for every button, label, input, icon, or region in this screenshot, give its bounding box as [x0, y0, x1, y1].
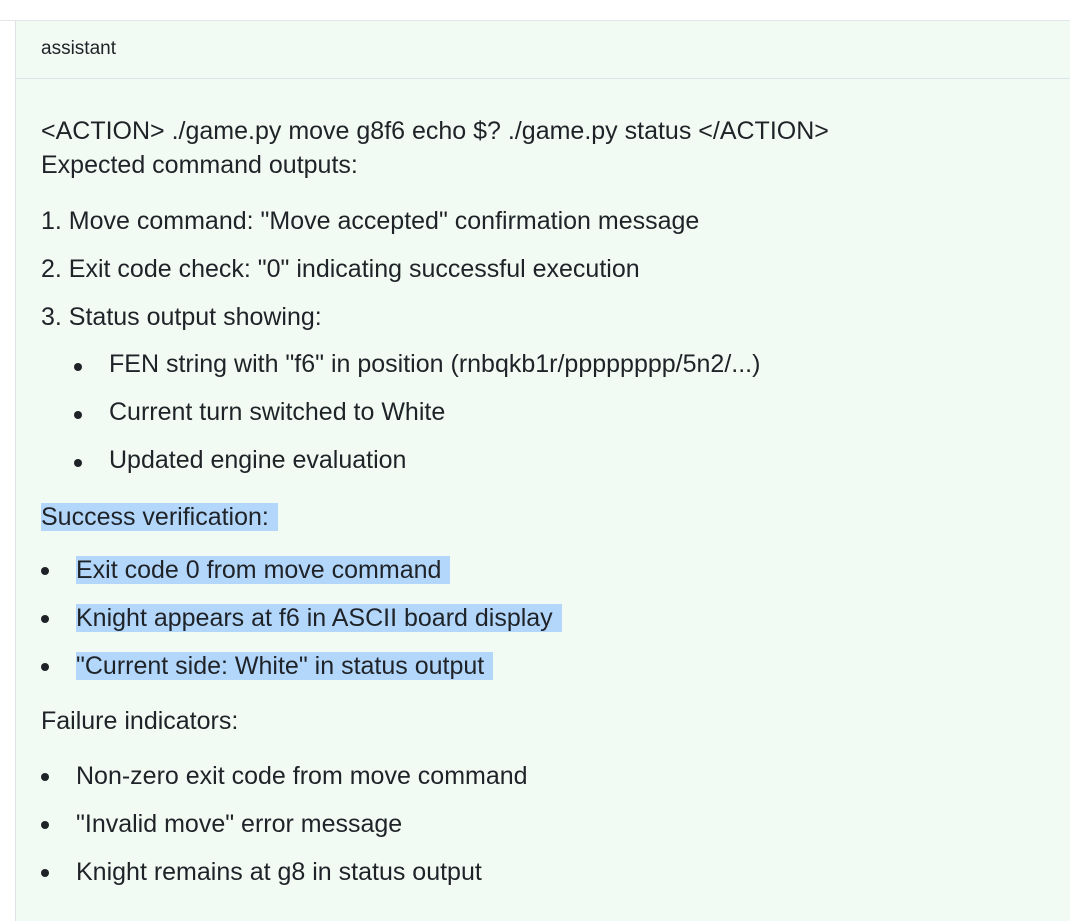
message-role-label: assistant: [16, 21, 1070, 79]
status-subitem-1: FEN string with "f6" in position (rnbqkb…: [109, 350, 761, 378]
expected-item-2: 2. Exit code check: "0" indicating succe…: [41, 255, 640, 283]
status-subitem-3: Updated engine evaluation: [109, 446, 407, 474]
success-item-1-text: Exit code 0 from move command: [76, 556, 451, 584]
expected-heading: Expected command outputs:: [41, 151, 358, 179]
expected-item-3: 3. Status output showing:: [41, 303, 322, 331]
bullet-icon: [41, 615, 49, 623]
success-heading-text: Success verification:: [41, 503, 278, 531]
success-heading: Success verification:: [41, 499, 278, 535]
success-item-1: Exit code 0 from move command: [76, 552, 451, 588]
bullet-icon: [41, 773, 49, 781]
failure-heading: Failure indicators:: [41, 707, 239, 735]
bullet-icon: [74, 363, 82, 371]
failure-item-1: Non-zero exit code from move command: [76, 762, 528, 790]
top-divider: [0, 20, 1070, 21]
assistant-message-panel: assistant <ACTION> ./game.py move g8f6 e…: [15, 21, 1070, 921]
expected-item-1: 1. Move command: "Move accepted" confirm…: [41, 207, 700, 235]
bullet-icon: [41, 663, 49, 671]
success-item-3-text: "Current side: White" in status output: [76, 652, 494, 680]
failure-item-3: Knight remains at g8 in status output: [76, 858, 482, 886]
bullet-icon: [41, 869, 49, 877]
success-item-2-text: Knight appears at f6 in ASCII board disp…: [76, 604, 562, 632]
bullet-icon: [74, 459, 82, 467]
bullet-icon: [74, 411, 82, 419]
bullet-icon: [41, 567, 49, 575]
status-subitem-2: Current turn switched to White: [109, 398, 446, 426]
bullet-icon: [41, 821, 49, 829]
success-item-3: "Current side: White" in status output: [76, 648, 494, 684]
action-line: <ACTION> ./game.py move g8f6 echo $? ./g…: [41, 117, 829, 145]
success-item-2: Knight appears at f6 in ASCII board disp…: [76, 600, 562, 636]
failure-item-2: "Invalid move" error message: [76, 810, 403, 838]
